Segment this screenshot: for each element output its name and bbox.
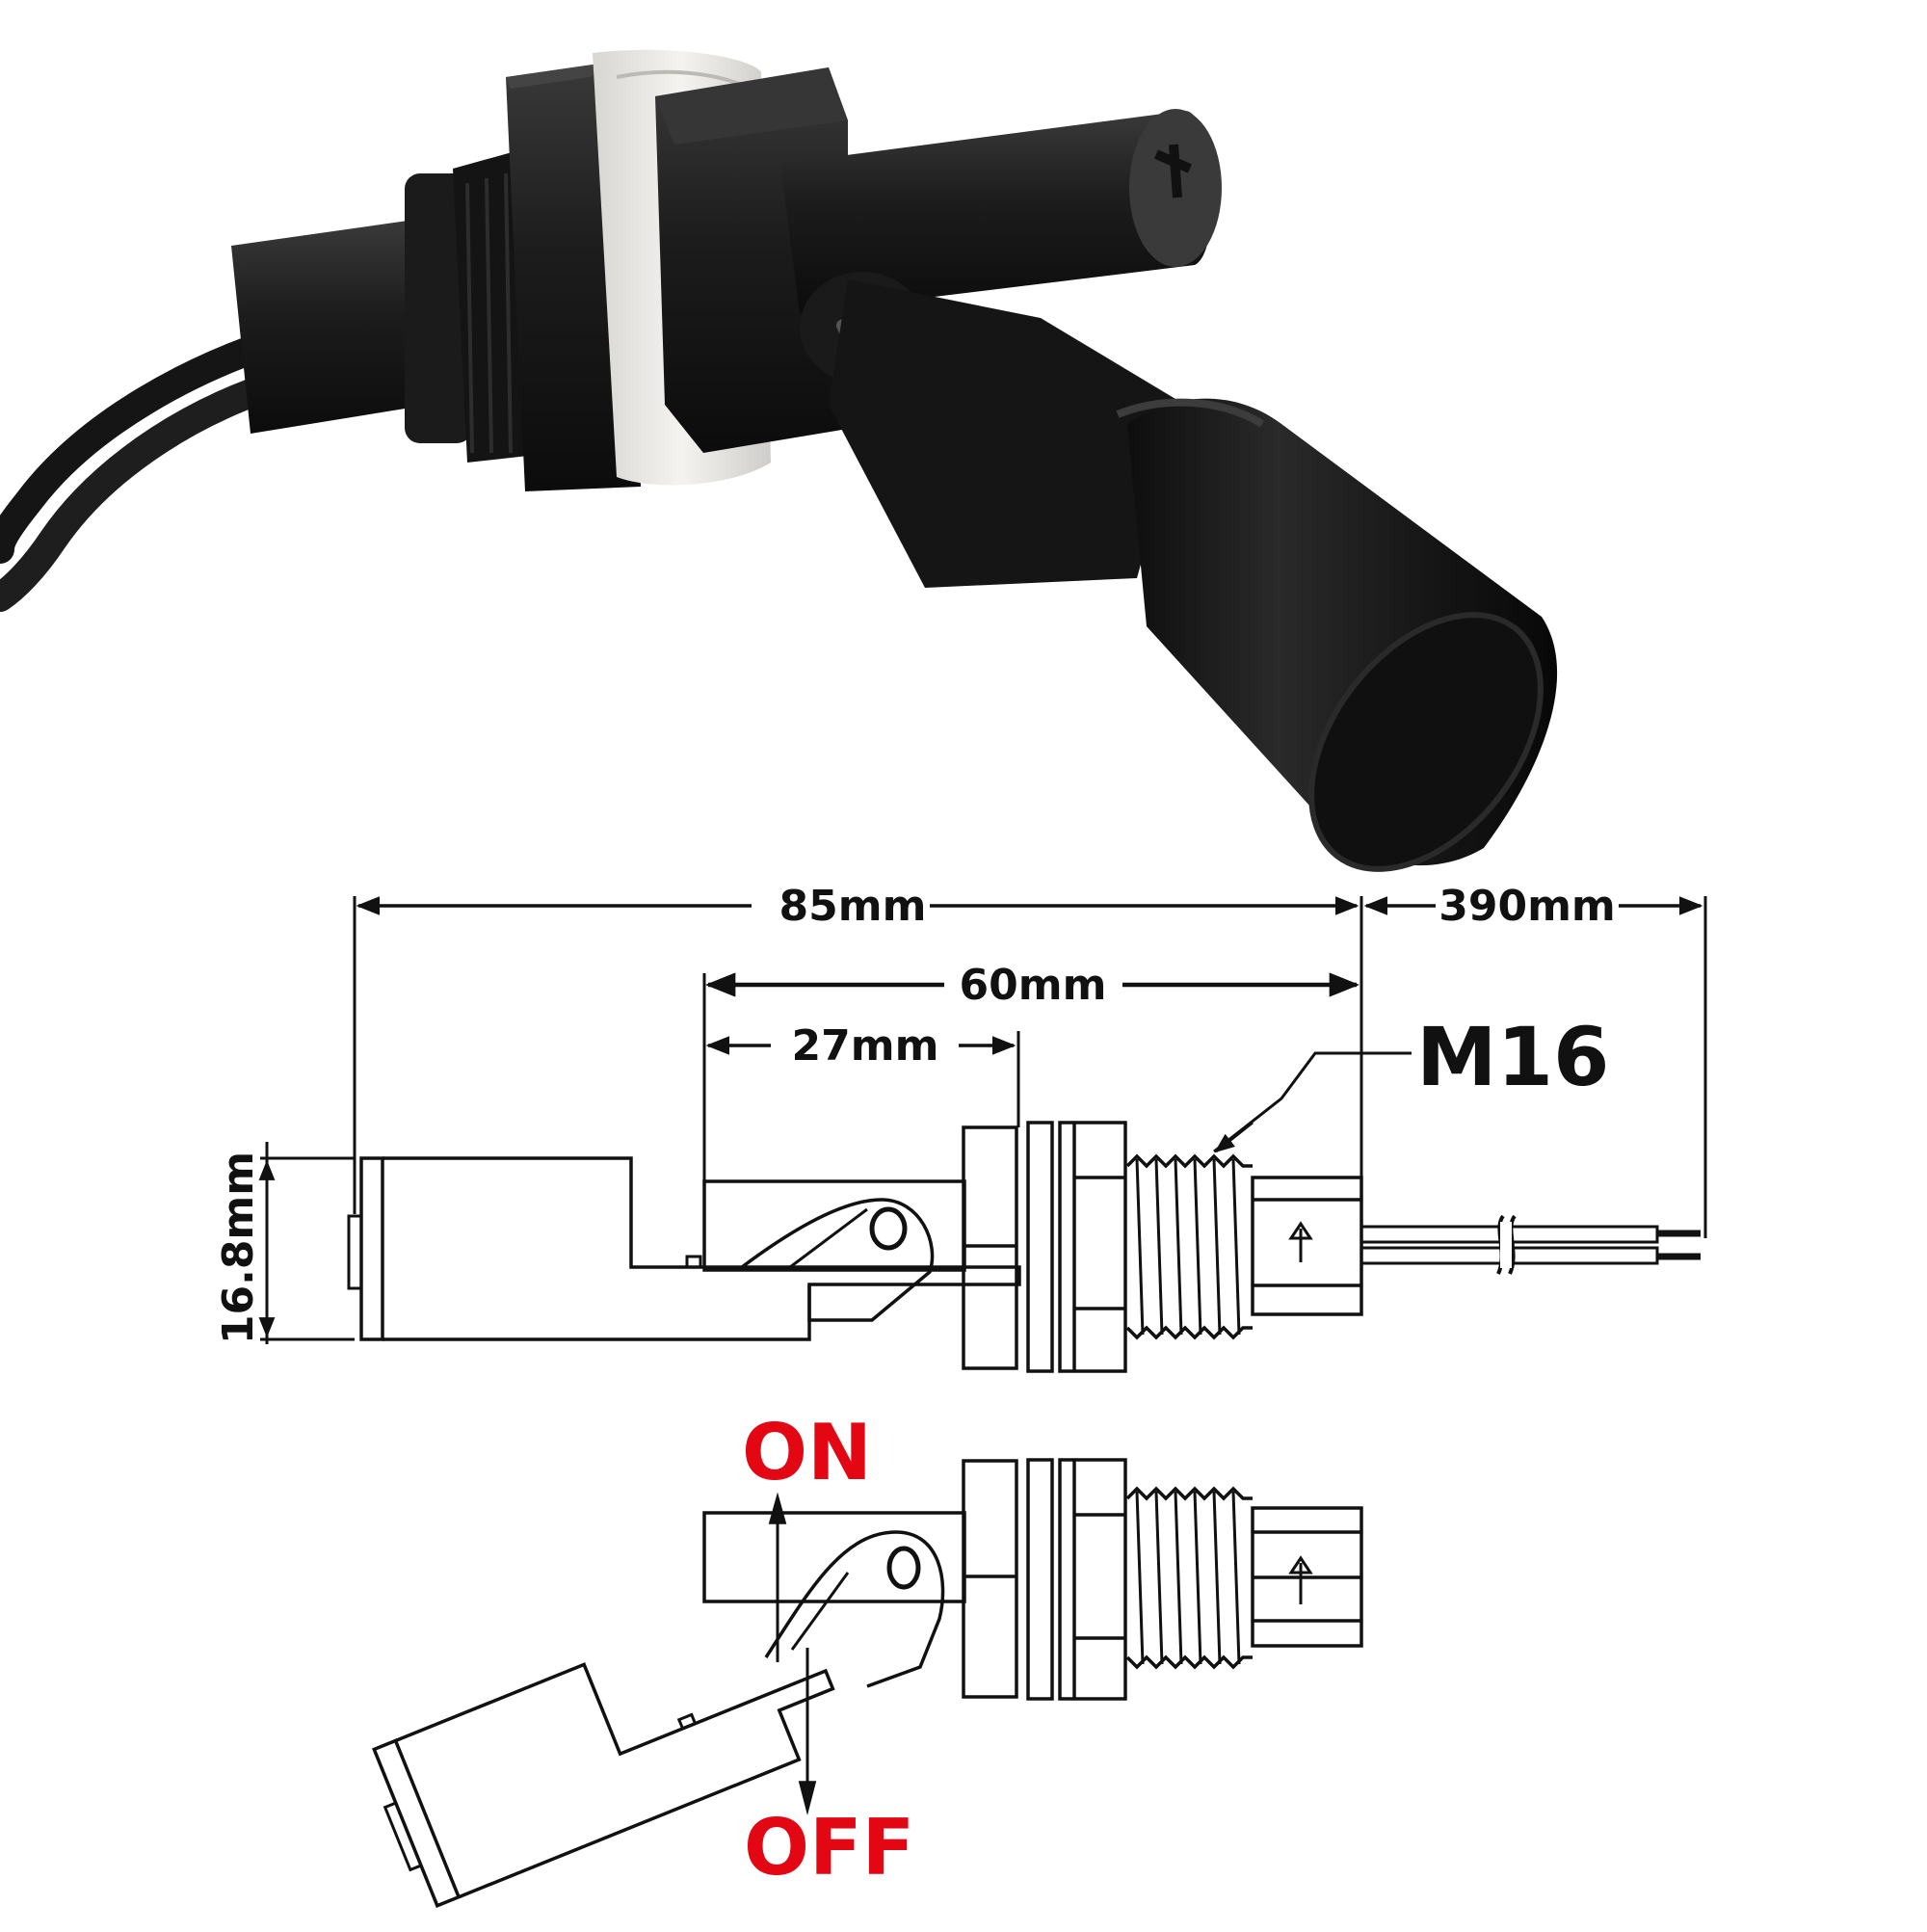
dimension-drawing (258, 896, 1707, 1373)
product-photo (0, 49, 1558, 872)
thread-size-label: M16 (1416, 1010, 1609, 1104)
cable-icon (0, 323, 304, 612)
on-label: ON (742, 1408, 872, 1497)
dim-float-height: 16.8mm (214, 1151, 263, 1344)
dim-arm-length: 27mm (792, 1021, 939, 1071)
dim-overall-length: 85mm (779, 882, 927, 931)
off-label: OFF (744, 1803, 914, 1892)
switch-state-drawing (372, 1458, 1363, 1908)
dim-cable-length: 390mm (1439, 882, 1616, 931)
dim-float-to-flange: 60mm (960, 961, 1107, 1010)
